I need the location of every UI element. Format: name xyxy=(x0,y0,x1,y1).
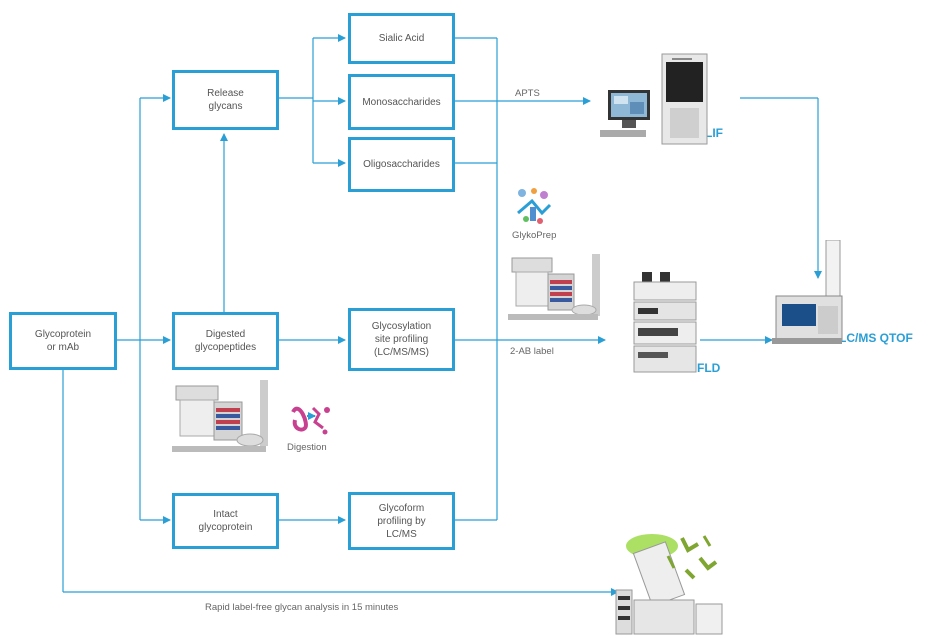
glycoprotein-box: Glycoprotein or mAb xyxy=(9,312,117,370)
digestion-robot-image xyxy=(172,380,268,452)
glykoprep-icon xyxy=(517,188,552,224)
glykoprep-robot-image xyxy=(508,254,600,320)
fld-label: FLD xyxy=(697,361,721,375)
apts-label: APTS xyxy=(515,88,540,99)
monosaccharides-box: Monosaccharides xyxy=(348,74,455,130)
digested-glycopeptides-box: Digested glycopeptides xyxy=(172,312,279,370)
sialic-acid-box: Sialic Acid xyxy=(348,13,455,64)
glykoprep-label: GlykoPrep xyxy=(512,230,557,241)
lc-ms-qtof-label: LC/MS QTOF xyxy=(839,331,913,345)
lif-label: LIF xyxy=(705,126,723,140)
2ab-label: 2-AB label xyxy=(510,346,554,357)
release-glycans-box: Release glycans xyxy=(172,70,279,130)
glycosylation-site-profiling-box: Glycosylation site profiling (LC/MS/MS) xyxy=(348,308,455,371)
fld-instrument-image xyxy=(633,272,697,373)
digestion-label: Digestion xyxy=(287,442,327,453)
oligosaccharides-box: Oligosaccharides xyxy=(348,137,455,192)
glycoform-profiling-box: Glycoform profiling by LC/MS xyxy=(348,492,455,550)
rapid-analysis-instrument-image xyxy=(615,534,723,635)
rapid-analysis-label: Rapid label-free glycan analysis in 15 m… xyxy=(205,602,399,613)
digestion-icon xyxy=(291,406,330,435)
lif-instrument-image xyxy=(600,53,708,145)
intact-glycoprotein-box: Intact glycoprotein xyxy=(172,493,279,549)
lc-ms-qtof-image xyxy=(772,240,843,344)
